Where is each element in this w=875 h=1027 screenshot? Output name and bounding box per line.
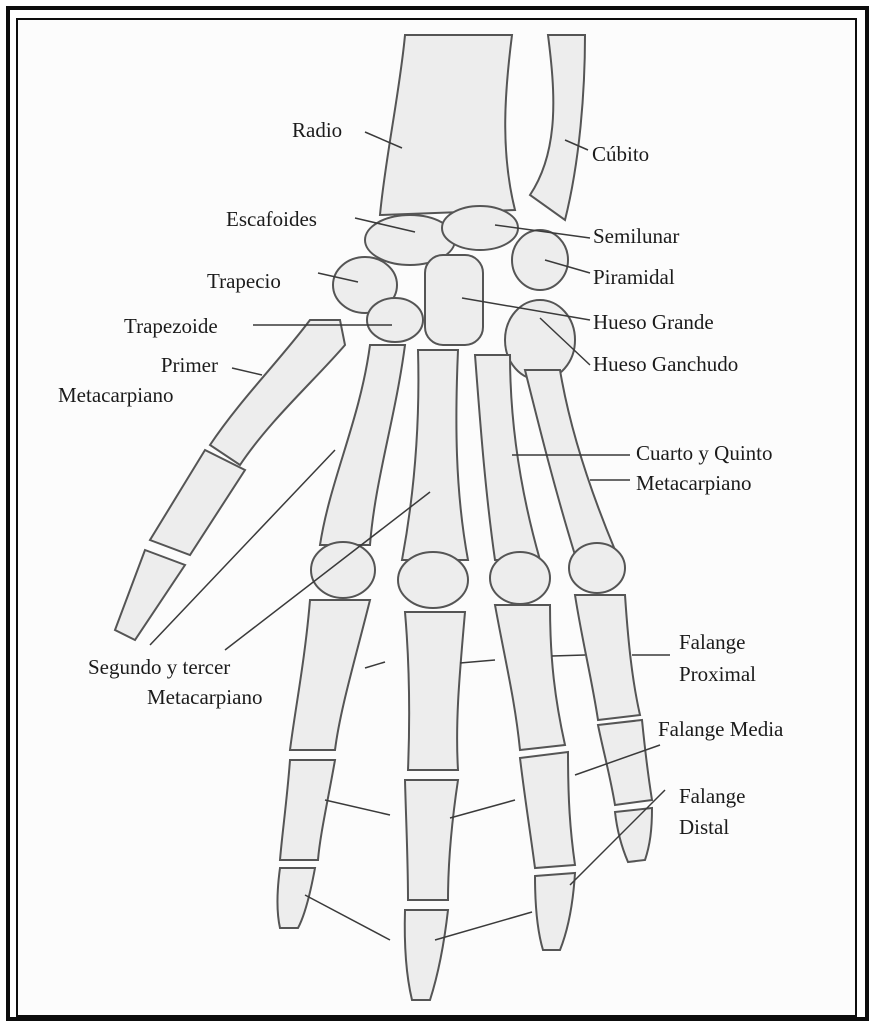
label-primer-metacarpiano-line1: Primer bbox=[98, 352, 218, 378]
index-middle-phalanx bbox=[280, 760, 335, 860]
index-proximal-phalanx bbox=[290, 600, 370, 750]
arrow-media-middle bbox=[450, 800, 515, 818]
second-metacarpal bbox=[320, 345, 405, 545]
ulna-bone bbox=[530, 35, 585, 220]
label-falange-proximal-line2: Proximal bbox=[679, 661, 756, 687]
label-segundo-tercer-line1: Segundo y tercer bbox=[88, 654, 230, 680]
arrow-proximal-index bbox=[365, 662, 385, 668]
radius-bone bbox=[380, 35, 515, 215]
label-falange-distal-line1: Falange bbox=[679, 783, 745, 809]
arrow-media-index bbox=[325, 800, 390, 815]
third-mc-head bbox=[398, 552, 468, 608]
triquetrum-bone bbox=[512, 230, 568, 290]
label-falange-proximal-line1: Falange bbox=[679, 629, 745, 655]
little-middle-phalanx bbox=[598, 720, 652, 805]
label-cuarto-quinto-line1: Cuarto y Quinto bbox=[636, 440, 773, 466]
arrow-proximal-middle bbox=[460, 660, 495, 663]
middle-proximal-phalanx bbox=[405, 612, 465, 770]
label-semilunar: Semilunar bbox=[593, 223, 679, 249]
label-falange-media: Falange Media bbox=[658, 716, 783, 742]
lunate-bone bbox=[442, 206, 518, 250]
fifth-mc-head bbox=[569, 543, 625, 593]
thumb-distal-phalanx bbox=[115, 550, 185, 640]
label-segundo-tercer-line2: Metacarpiano bbox=[147, 684, 262, 710]
second-mc-head bbox=[311, 542, 375, 598]
label-escafoides: Escafoides bbox=[226, 206, 317, 232]
label-falange-distal-line2: Distal bbox=[679, 814, 729, 840]
ring-proximal-phalanx bbox=[495, 605, 565, 750]
label-cubito: Cúbito bbox=[592, 141, 649, 167]
arrow-proximal-ring bbox=[552, 655, 585, 656]
label-piramidal: Piramidal bbox=[593, 264, 675, 290]
middle-middle-phalanx bbox=[405, 780, 458, 900]
ring-middle-phalanx bbox=[520, 752, 575, 868]
thumb-metacarpal bbox=[210, 320, 345, 465]
little-proximal-phalanx bbox=[575, 595, 640, 720]
leader-primer-metacarpiano bbox=[232, 368, 262, 375]
fifth-metacarpal bbox=[525, 370, 615, 555]
trapezoid-bone bbox=[367, 298, 423, 342]
arrow-distal-middle bbox=[435, 912, 532, 940]
middle-distal-phalanx bbox=[405, 910, 448, 1000]
label-primer-metacarpiano-line2: Metacarpiano bbox=[58, 382, 173, 408]
label-trapecio: Trapecio bbox=[207, 268, 281, 294]
label-cuarto-quinto-line2: Metacarpiano bbox=[636, 470, 751, 496]
arrow-distal-index bbox=[305, 895, 390, 940]
thumb-proximal-phalanx bbox=[150, 450, 245, 555]
label-radio: Radio bbox=[292, 117, 342, 143]
ring-distal-phalanx bbox=[535, 873, 575, 950]
label-trapezoide: Trapezoide bbox=[124, 313, 218, 339]
third-metacarpal bbox=[402, 350, 468, 560]
label-hueso-grande: Hueso Grande bbox=[593, 309, 714, 335]
label-hueso-ganchudo: Hueso Ganchudo bbox=[593, 351, 738, 377]
fourth-mc-head bbox=[490, 552, 550, 604]
